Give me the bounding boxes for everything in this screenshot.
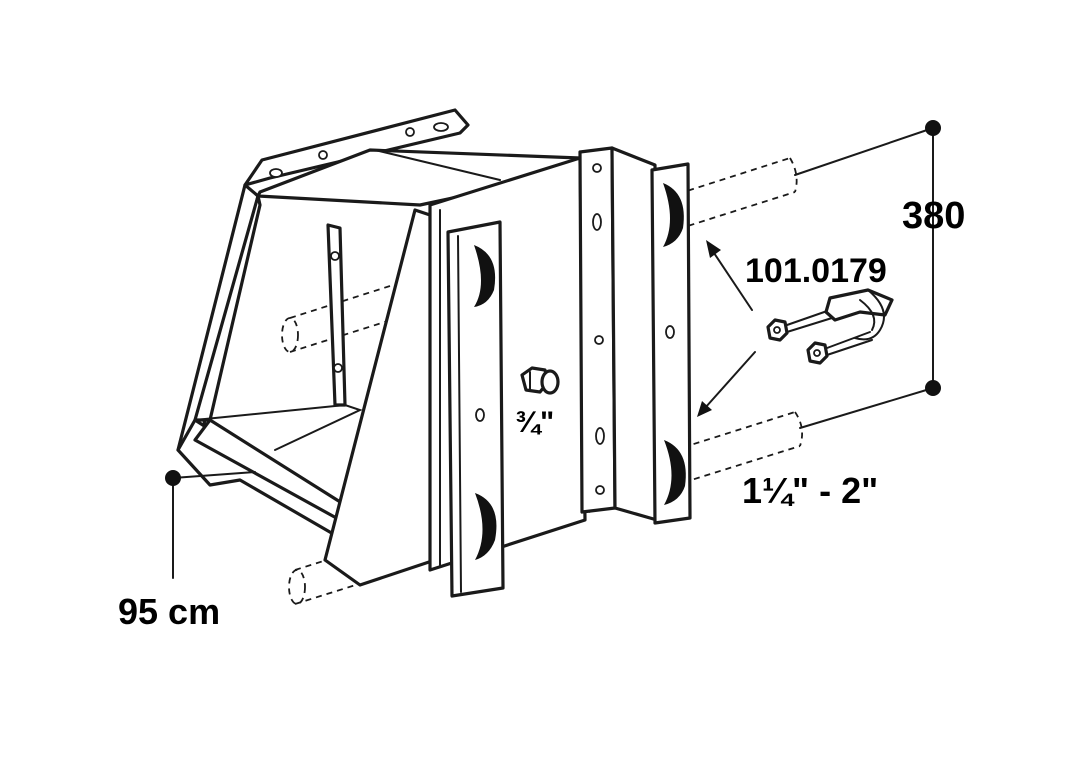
fitting-nut [520,366,560,395]
center-post [578,146,659,522]
depth-label: 95 cm [118,591,220,632]
right-bracket-plate [650,162,692,525]
height-label: 380 [902,195,965,237]
left-bracket-plate [446,220,505,598]
part-number-label: 101.0179 [745,252,887,290]
fitting-size-label: ¾" [515,406,554,439]
feeder-trough [176,108,587,587]
pipe-range-label: 1¼" - 2" [742,470,878,511]
u-bolt-icon [766,288,894,365]
depth-dimension [165,470,256,579]
indicator-arrows [697,240,756,417]
height-dimension [794,120,941,429]
